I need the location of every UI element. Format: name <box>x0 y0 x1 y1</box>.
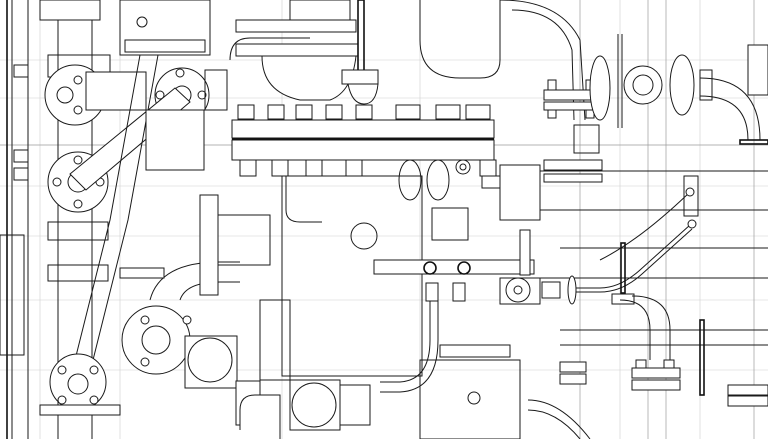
top-left-housing <box>39 0 228 171</box>
right-column-flange <box>499 124 603 221</box>
flange-disc-lower-left <box>39 353 121 416</box>
pump-chamber <box>281 175 423 377</box>
flange-disc-upper-left <box>44 64 147 126</box>
main-flange-pair <box>231 104 505 201</box>
side-manifold <box>199 194 291 381</box>
lower-pump-flange <box>119 261 371 439</box>
inline-valve-upper-right <box>543 34 768 145</box>
bottom-plates <box>419 344 521 439</box>
central-top-valve <box>235 0 379 105</box>
right-bent-pipe <box>527 242 768 439</box>
top-right-pipe-bend <box>229 0 586 121</box>
instrument-bracket <box>373 175 699 393</box>
flange-bolts-bottom <box>239 159 497 177</box>
flange-bolts-top <box>237 104 491 120</box>
